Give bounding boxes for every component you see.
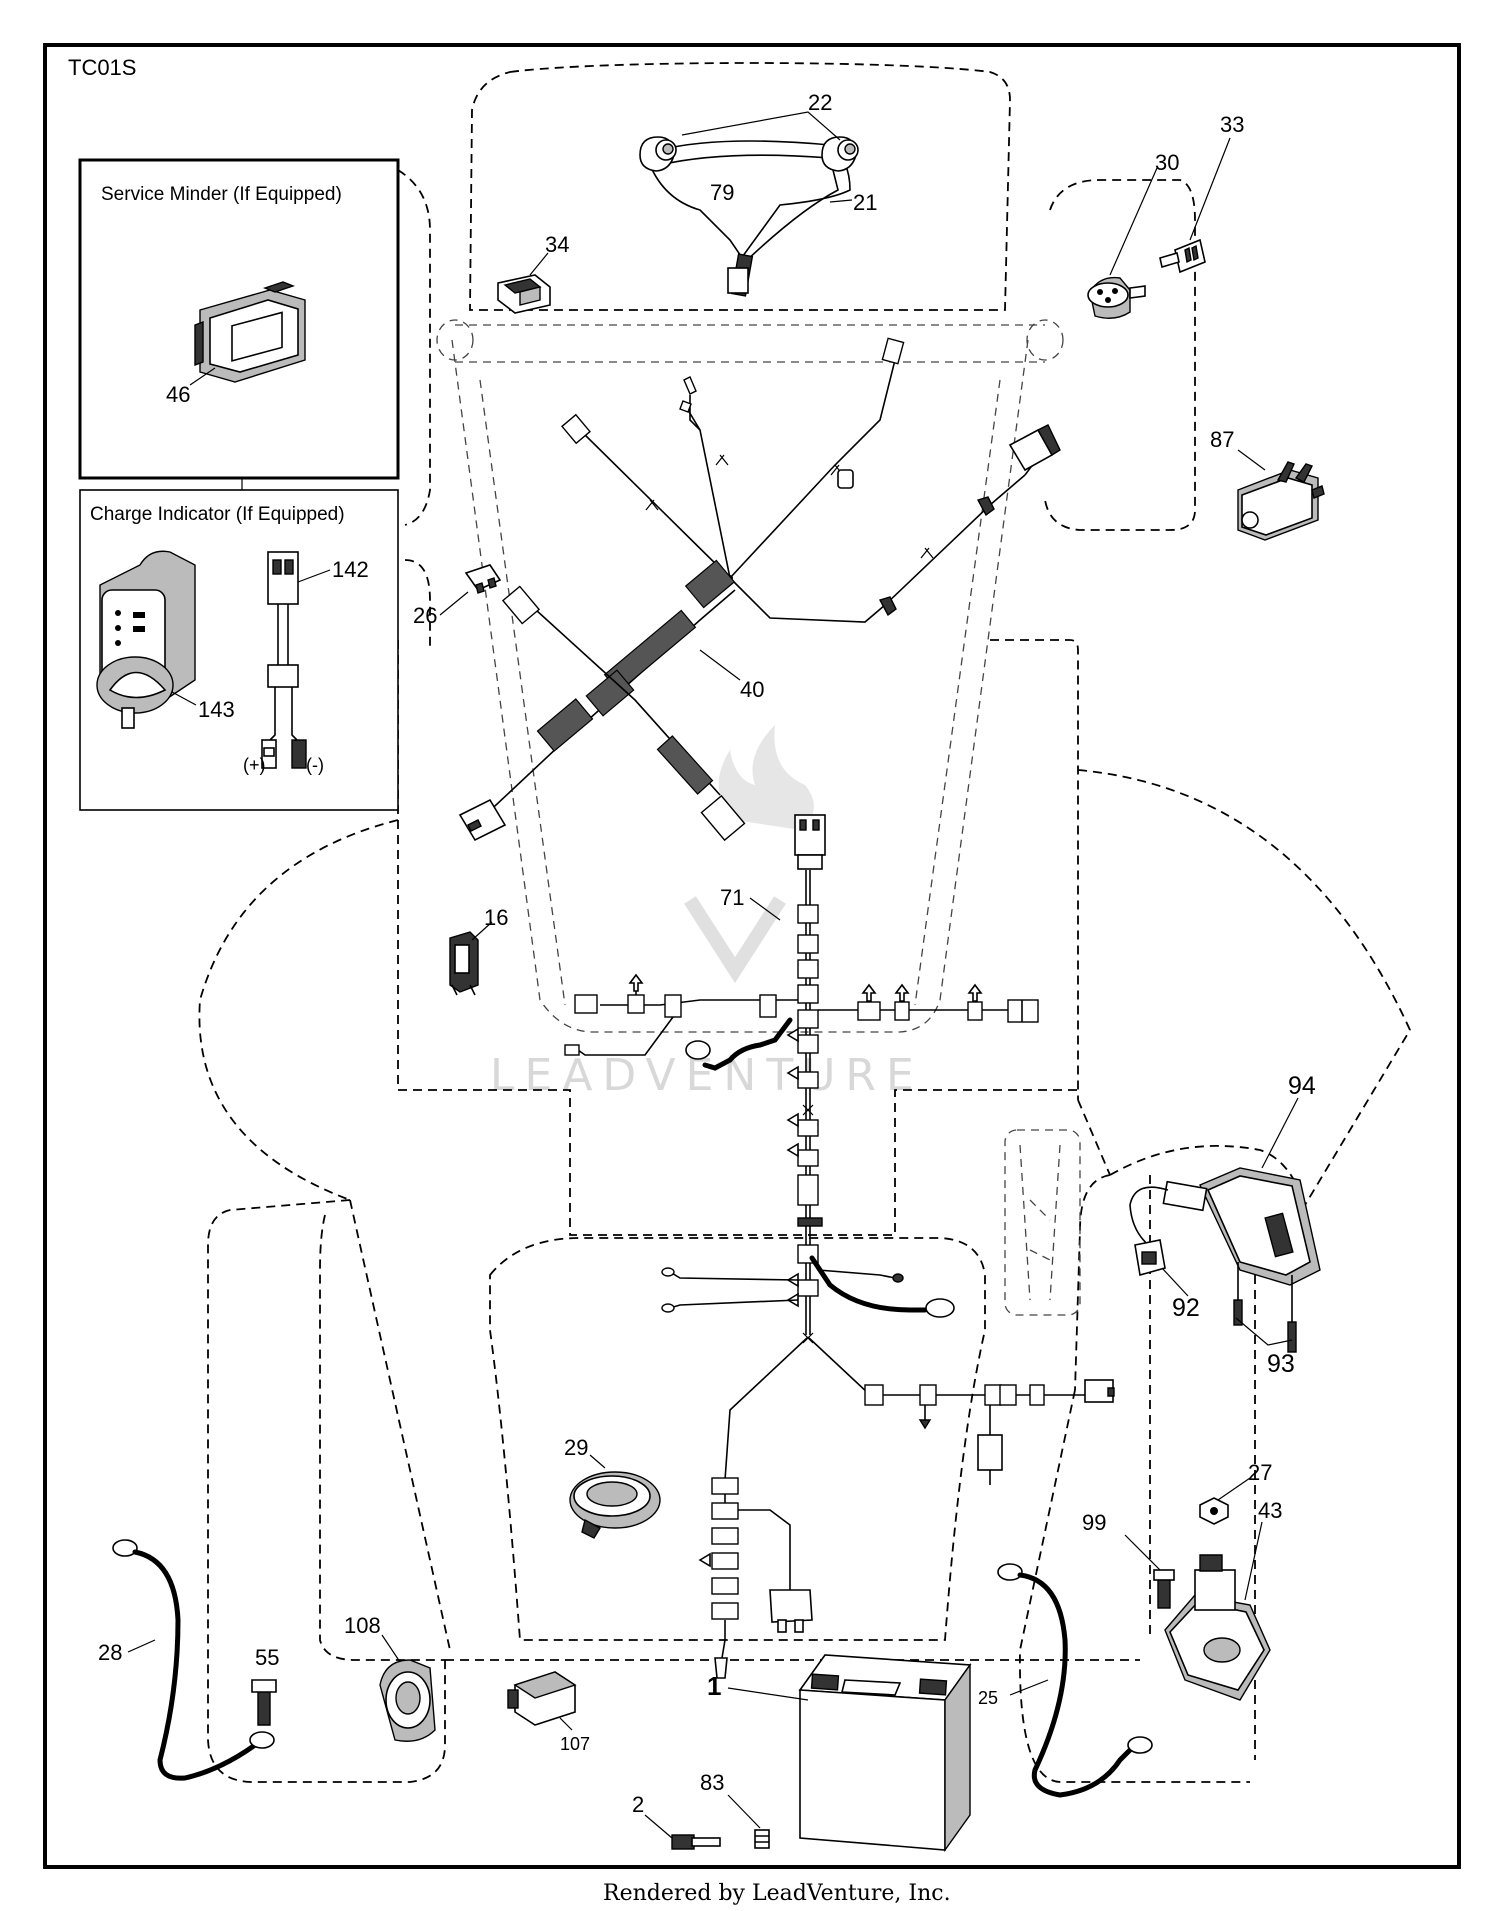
- ignition-switch: [1087, 276, 1146, 319]
- callout-2: 2: [632, 1792, 644, 1817]
- grommet-plug: [569, 1471, 661, 1539]
- lower-trunk-sleeves: [711, 1477, 739, 1640]
- light-switch: [497, 274, 551, 314]
- diagram-frame: [43, 43, 1461, 1869]
- battery-nut: [754, 1829, 770, 1849]
- rear-wire-harness: [564, 814, 1115, 1679]
- callout-28: 28: [98, 1640, 122, 1665]
- relay-module: [507, 1671, 577, 1726]
- charge-indicator-gauge: [96, 550, 196, 729]
- starter-solenoid: [1164, 1497, 1271, 1701]
- callout-94: 94: [1288, 1072, 1316, 1100]
- headlight-left: [639, 136, 677, 172]
- callout-1: 1: [707, 1671, 721, 1701]
- headlight-assembly: [639, 136, 859, 297]
- callout-83: 83: [700, 1770, 724, 1795]
- callout-33: 33: [1220, 112, 1244, 137]
- battery-bolt: [671, 1834, 721, 1850]
- main-wire-harness: [458, 337, 1061, 842]
- callout-143: 143: [198, 697, 235, 722]
- charge-indicator-minus: (-): [306, 755, 324, 775]
- watermark-text: LEADVENTURE: [490, 1050, 924, 1101]
- harness-loom-main: [536, 559, 736, 752]
- inset-service-minder-title: Service Minder (If Equipped): [101, 184, 342, 205]
- inset-charge-indicator-title: Charge Indicator (If Equipped): [90, 504, 345, 525]
- callout-27: 27: [1248, 1460, 1272, 1485]
- callout-21: 21: [853, 190, 877, 215]
- callout-99: 99: [1082, 1510, 1106, 1535]
- callout-46: 46: [166, 382, 190, 407]
- callout-25: 25: [978, 1688, 998, 1708]
- callout-107: 107: [560, 1734, 590, 1754]
- mounting-bolt: [1153, 1569, 1175, 1609]
- callout-55: 55: [255, 1645, 279, 1670]
- seat-switch: [449, 931, 479, 996]
- pto-switch: [1237, 461, 1325, 541]
- callout-43: 43: [1258, 1498, 1282, 1523]
- callout-29: 29: [564, 1435, 588, 1460]
- diagram-code: TC01S: [68, 55, 136, 80]
- callout-34: 34: [545, 232, 569, 257]
- footer-credit: Rendered by LeadVenture, Inc.: [603, 1881, 951, 1906]
- fuse-holder: [464, 564, 502, 594]
- trunk-sleeves: [797, 904, 823, 1297]
- battery-cable-positive: [112, 1539, 275, 1781]
- inset-service-minder: Service Minder (If Equipped) 46: [78, 158, 400, 480]
- callout-142: 142: [332, 557, 369, 582]
- callout-71: 71: [720, 885, 744, 910]
- callout-87: 87: [1210, 427, 1234, 452]
- callout-26: 26: [413, 603, 437, 628]
- callout-22: 22: [808, 90, 832, 115]
- callout-30: 30: [1155, 150, 1179, 175]
- callout-16: 16: [484, 905, 508, 930]
- charge-indicator-plus: (+): [243, 755, 266, 775]
- ignition-key: [1159, 238, 1206, 274]
- control-module: [1129, 1167, 1321, 1353]
- headlight-right: [821, 136, 859, 172]
- inset-charge-indicator: Charge Indicator (If Equipped) 143 142: [79, 489, 399, 811]
- battery-cable-negative: [997, 1563, 1153, 1798]
- callout-93: 93: [1267, 1350, 1295, 1378]
- hour-meter: [379, 1659, 436, 1742]
- callout-92: 92: [1172, 1294, 1200, 1322]
- cable-bolt: [251, 1679, 277, 1726]
- charge-indicator-adapter-harness: [261, 551, 307, 769]
- battery: [798, 1654, 972, 1853]
- callout-79: 79: [710, 180, 734, 205]
- callout-40: 40: [740, 677, 764, 702]
- service-minder-module: [194, 281, 306, 383]
- callout-108: 108: [344, 1613, 381, 1638]
